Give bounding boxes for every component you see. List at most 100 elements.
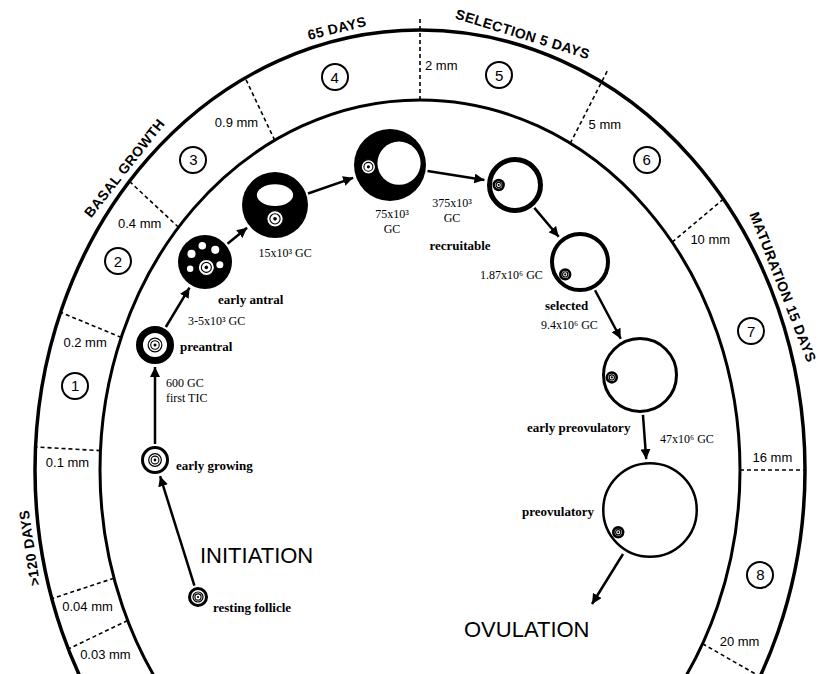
follicle: preantral3-5x10³ GC: [133, 323, 177, 367]
oocyte-nucleus: [564, 273, 566, 275]
size-label: 0.4 mm: [118, 216, 161, 231]
text-holder: OVULATION: [464, 617, 590, 643]
follicle-drawing: [599, 459, 701, 561]
growth-arrow: [227, 228, 247, 244]
cell-count: 47x10⁶ GC: [660, 432, 714, 447]
follicle-name: preovulatory: [522, 504, 594, 520]
oocyte-nucleus: [153, 343, 156, 346]
size-label: 2 mm: [425, 58, 458, 73]
size-label: 5 mm: [589, 117, 622, 132]
zona: [364, 162, 373, 171]
text-holder: 75x10³ GC: [367, 207, 417, 237]
text-holder: >120 DAYS: [15, 509, 42, 587]
text-holder: early preovulatory: [527, 420, 630, 436]
follicle-wall: [143, 448, 168, 473]
stage-number-circle: 6: [630, 143, 664, 177]
follicle-name: selected: [545, 298, 588, 314]
stage-circle: [105, 248, 131, 274]
cell-count: 15x10³ GC: [259, 246, 312, 261]
follicle-drawing: [351, 126, 429, 204]
event-label: OVULATION: [464, 617, 590, 643]
text-holder: 4: [318, 60, 352, 94]
text-holder: 65 DAYS: [306, 13, 368, 43]
antral-cavity: [216, 261, 223, 268]
text-holder: 9.4x10⁶ GC: [541, 318, 598, 333]
text-holder: preantral: [180, 339, 232, 355]
stage-number: 2: [114, 253, 122, 270]
cell-count: 3-5x10³ GC: [188, 314, 245, 329]
oocyte: [608, 373, 616, 381]
cumulus: [559, 268, 571, 280]
follicle-name: early growing: [176, 458, 253, 474]
oocyte: [193, 592, 203, 602]
oocyte: [495, 181, 503, 189]
cumulus: [606, 371, 618, 383]
oocyte-nucleus: [617, 531, 619, 533]
text-holder: 5 mm: [589, 117, 622, 132]
text-holder: 0.9 mm: [215, 115, 258, 130]
stage-number: 3: [189, 151, 197, 168]
text-holder: resting follicle: [213, 600, 291, 616]
size-label: 10 mm: [690, 232, 730, 247]
follicle-drawing: [484, 154, 546, 216]
follicle-name: early preovulatory: [527, 420, 630, 436]
text-holder: 0.2 mm: [63, 335, 106, 350]
text-holder: 2 mm: [425, 58, 458, 73]
text-holder: 47x10⁶ GC: [660, 432, 714, 447]
growth-arrow: [160, 476, 194, 585]
granulosa-layer: [140, 330, 171, 361]
stage-circle: [62, 373, 88, 399]
phase-label: SELECTION 5 DAYS: [454, 5, 592, 61]
oocyte-nucleus: [367, 165, 370, 168]
text-holder: early antral: [218, 292, 283, 308]
stage-number-circle: 5: [482, 58, 516, 92]
size-divider: [36, 447, 101, 451]
text-holder: selected: [545, 298, 588, 314]
stage-circle: [747, 562, 773, 588]
antral-cavity: [211, 246, 219, 254]
size-divider: [61, 312, 122, 337]
zona: [195, 594, 201, 600]
phase-label: 65 DAYS: [306, 13, 368, 43]
size-dividers: [36, 16, 805, 674]
follicle-drawing: [599, 334, 681, 416]
stage-circle: [180, 147, 206, 173]
oocyte: [149, 454, 162, 467]
stage-number-circle: 2: [101, 244, 135, 278]
size-label: 0.9 mm: [215, 115, 258, 130]
size-divider: [570, 70, 608, 144]
cumulus: [493, 179, 505, 191]
text-holder: 0.1 mm: [46, 455, 89, 470]
follicle-drawing: [547, 229, 613, 295]
oocyte: [148, 338, 162, 352]
text-holder: 1.87x10⁶ GC: [480, 268, 543, 283]
antral-cavity: [199, 242, 207, 250]
follicle-name: resting follicle: [213, 600, 291, 616]
size-divider: [740, 469, 805, 471]
event-label: INITIATION: [200, 543, 313, 569]
text-holder: 0.4 mm: [118, 216, 161, 231]
zona: [151, 341, 159, 349]
antral-cavity: [187, 266, 193, 272]
size-divider: [245, 78, 275, 140]
ovulation-arrow: [592, 554, 623, 604]
text-holder: 1: [58, 369, 92, 403]
cell-count: 75x10³ GC: [367, 207, 417, 237]
stage-number: 8: [756, 566, 764, 583]
follicle-wall: [604, 339, 677, 412]
text-holder: 2: [101, 244, 135, 278]
inner-ring: [100, 100, 740, 674]
follicle-wall: [552, 234, 608, 290]
growth-arrow: [534, 208, 558, 237]
oocyte-nucleus: [273, 217, 277, 221]
oocyte: [361, 160, 375, 174]
antrum: [377, 142, 420, 185]
stage-circle: [322, 64, 348, 90]
follicle-drawing: [133, 323, 177, 367]
oocyte: [614, 528, 622, 536]
follicle-wall: [190, 589, 207, 606]
text-holder: SELECTION 5 DAYS: [454, 5, 592, 61]
text-holder: 7: [734, 314, 768, 348]
